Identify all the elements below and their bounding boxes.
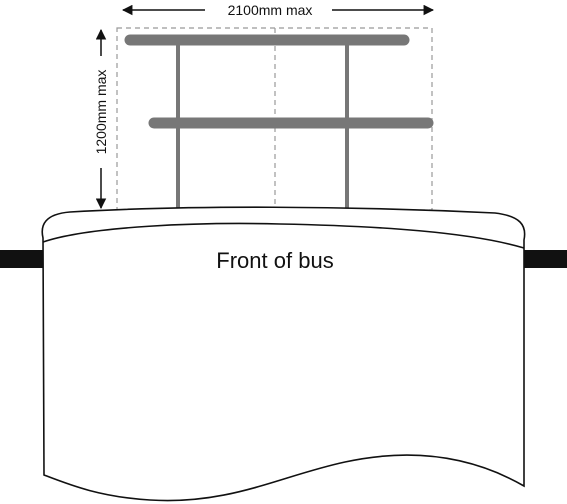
bus-front-label: Front of bus [216, 248, 333, 273]
mount-arm-right [522, 250, 567, 268]
height-dimension-label: 1200mm max [93, 70, 109, 155]
width-dimension-label: 2100mm max [228, 2, 313, 18]
bus-front-body [41, 206, 526, 502]
bus-roof-line [42, 222, 525, 249]
mount-arm-left [0, 250, 44, 268]
